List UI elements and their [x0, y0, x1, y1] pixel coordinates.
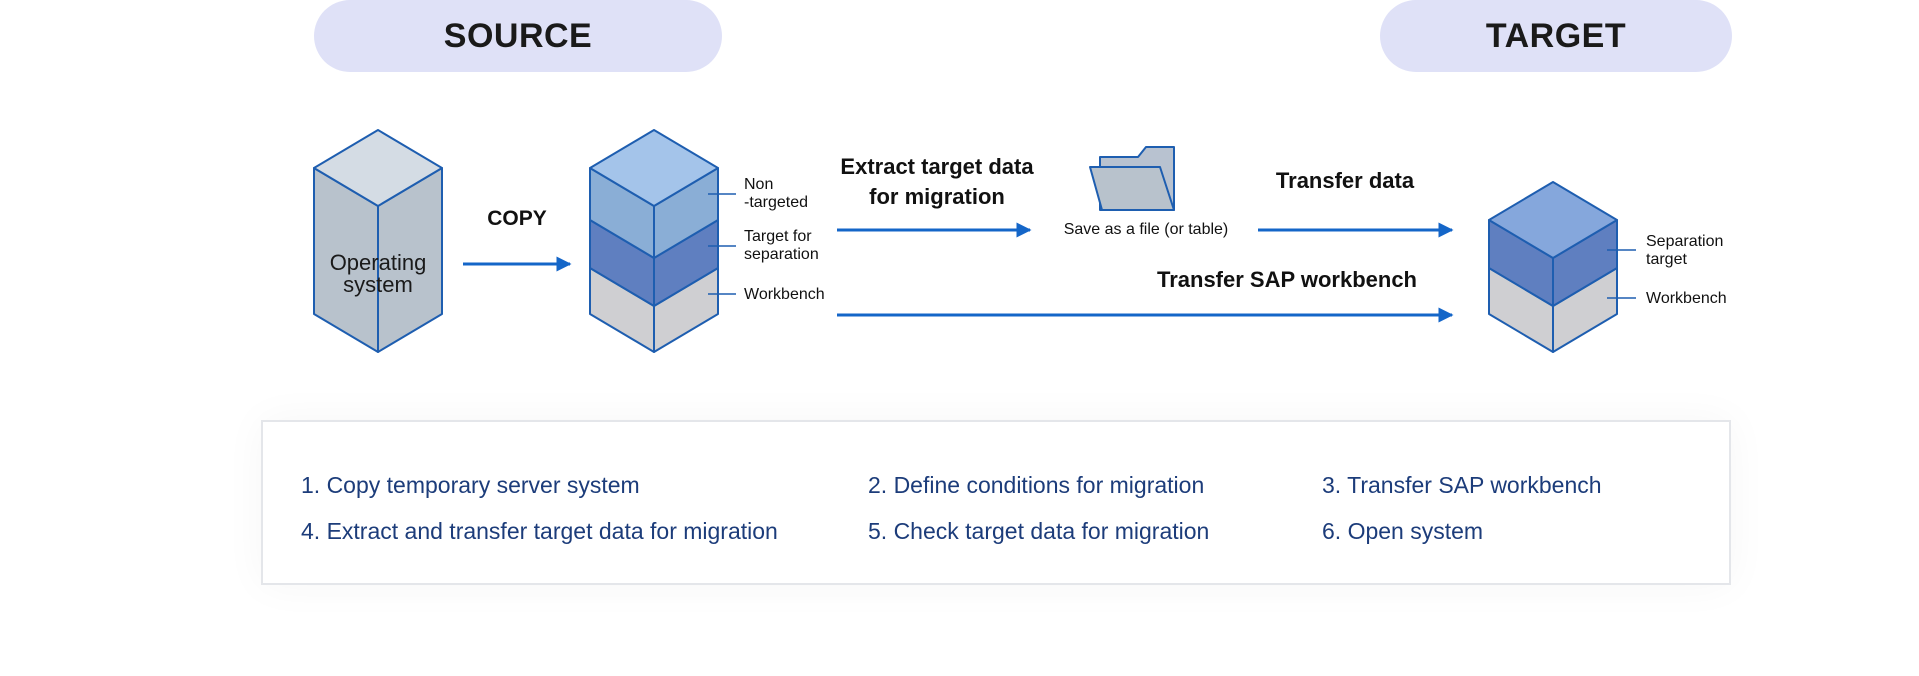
target-for-separation-label: Target for	[744, 228, 812, 245]
operating-system-cube	[313, 129, 443, 353]
step-4: 4. Extract and transfer target data for …	[301, 518, 778, 544]
source-header: SOURCE	[314, 0, 722, 72]
extract-label-2: for migration	[869, 184, 1005, 209]
source-workbench-label: Workbench	[744, 286, 825, 303]
step-2: 2. Define conditions for migration	[868, 472, 1205, 498]
save-as-file-label: Save as a file (or table)	[1064, 221, 1229, 238]
extract-label: Extract target data	[840, 154, 1034, 179]
separation-target-label: Separation	[1646, 233, 1723, 250]
non-targeted-label-2: -targeted	[744, 194, 808, 211]
target-for-separation-label-2: separation	[744, 246, 819, 263]
steps-panel	[261, 420, 1731, 585]
step-5: 5. Check target data for migration	[868, 518, 1210, 544]
step-6: 6. Open system	[1322, 518, 1484, 544]
operating-system-label: Operating	[330, 250, 427, 275]
copy-label: COPY	[487, 207, 547, 230]
target-workbench-label: Workbench	[1646, 290, 1727, 307]
step-1: 1. Copy temporary server system	[301, 472, 640, 498]
target-header: TARGET	[1380, 0, 1732, 72]
source-layered-cube	[589, 129, 719, 353]
transfer-workbench-label: Transfer SAP workbench	[1157, 267, 1417, 292]
step-3: 3. Transfer SAP workbench	[1322, 472, 1602, 498]
target-layered-cube	[1488, 181, 1618, 353]
non-targeted-label: Non	[744, 176, 773, 193]
separation-target-label-2: target	[1646, 251, 1687, 268]
operating-system-label-2: system	[343, 272, 413, 297]
transfer-data-label: Transfer data	[1276, 168, 1415, 193]
folder-icon	[1089, 146, 1175, 211]
